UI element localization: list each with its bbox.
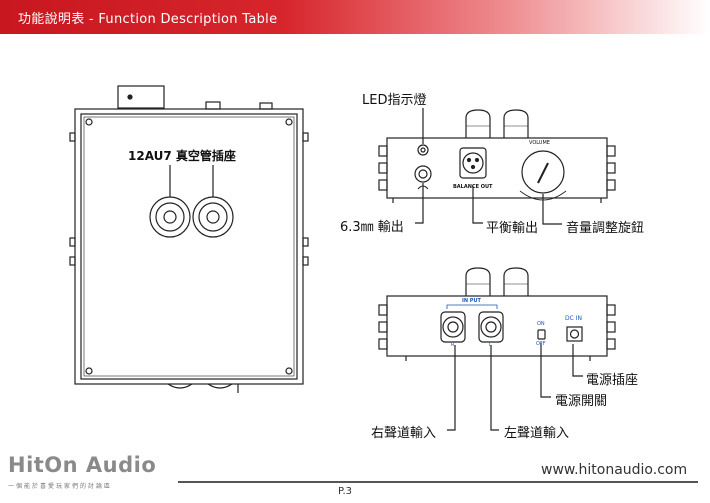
rear-view-chassis <box>378 267 616 361</box>
rear-leader-lines <box>447 343 583 431</box>
right-panel-text: R <box>451 342 455 348</box>
website-url[interactable]: www.hitonaudio.com <box>541 462 688 478</box>
input-panel-text: IN PUT <box>462 298 481 304</box>
tube-sockets <box>149 165 234 238</box>
led-indicator-label: LED指示燈 <box>362 93 427 108</box>
page-title: 功能說明表 - Function Description Table <box>18 12 278 27</box>
power-switch-label: 電源開關 <box>555 394 608 409</box>
right-channel-input-label: 右聲道輸入 <box>371 426 437 441</box>
volume-knob-label: 音量調整旋鈕 <box>566 221 645 236</box>
on-panel-text: ON <box>537 321 545 327</box>
headphone-output-label: 6.3㎜ 輸出 <box>340 220 404 235</box>
page-number: P.3 <box>338 486 353 497</box>
front-view-chassis <box>378 109 616 203</box>
balance-output-label: 平衡輸出 <box>486 221 539 236</box>
top-view-chassis <box>69 85 309 393</box>
brand-tagline: 一個能於喜愛玩家們的討論區 <box>8 483 113 490</box>
volume-panel-text: VOLUME <box>529 140 550 146</box>
brand-logo: HitOn Audio <box>8 453 157 477</box>
tube-socket-label: 12AU7 真空管插座 <box>128 149 236 163</box>
balance-out-panel-text: BALANCE OUT <box>453 184 493 190</box>
header-bar <box>0 0 710 34</box>
off-panel-text: OFF <box>536 341 546 347</box>
footer-divider <box>178 481 698 483</box>
left-channel-input-label: 左聲道輸入 <box>504 426 570 441</box>
power-socket-label: 電源插座 <box>586 373 639 388</box>
dc-in-panel-text: DC IN <box>565 315 582 322</box>
front-leader-lines <box>415 108 562 225</box>
left-panel-text: L <box>489 342 492 348</box>
